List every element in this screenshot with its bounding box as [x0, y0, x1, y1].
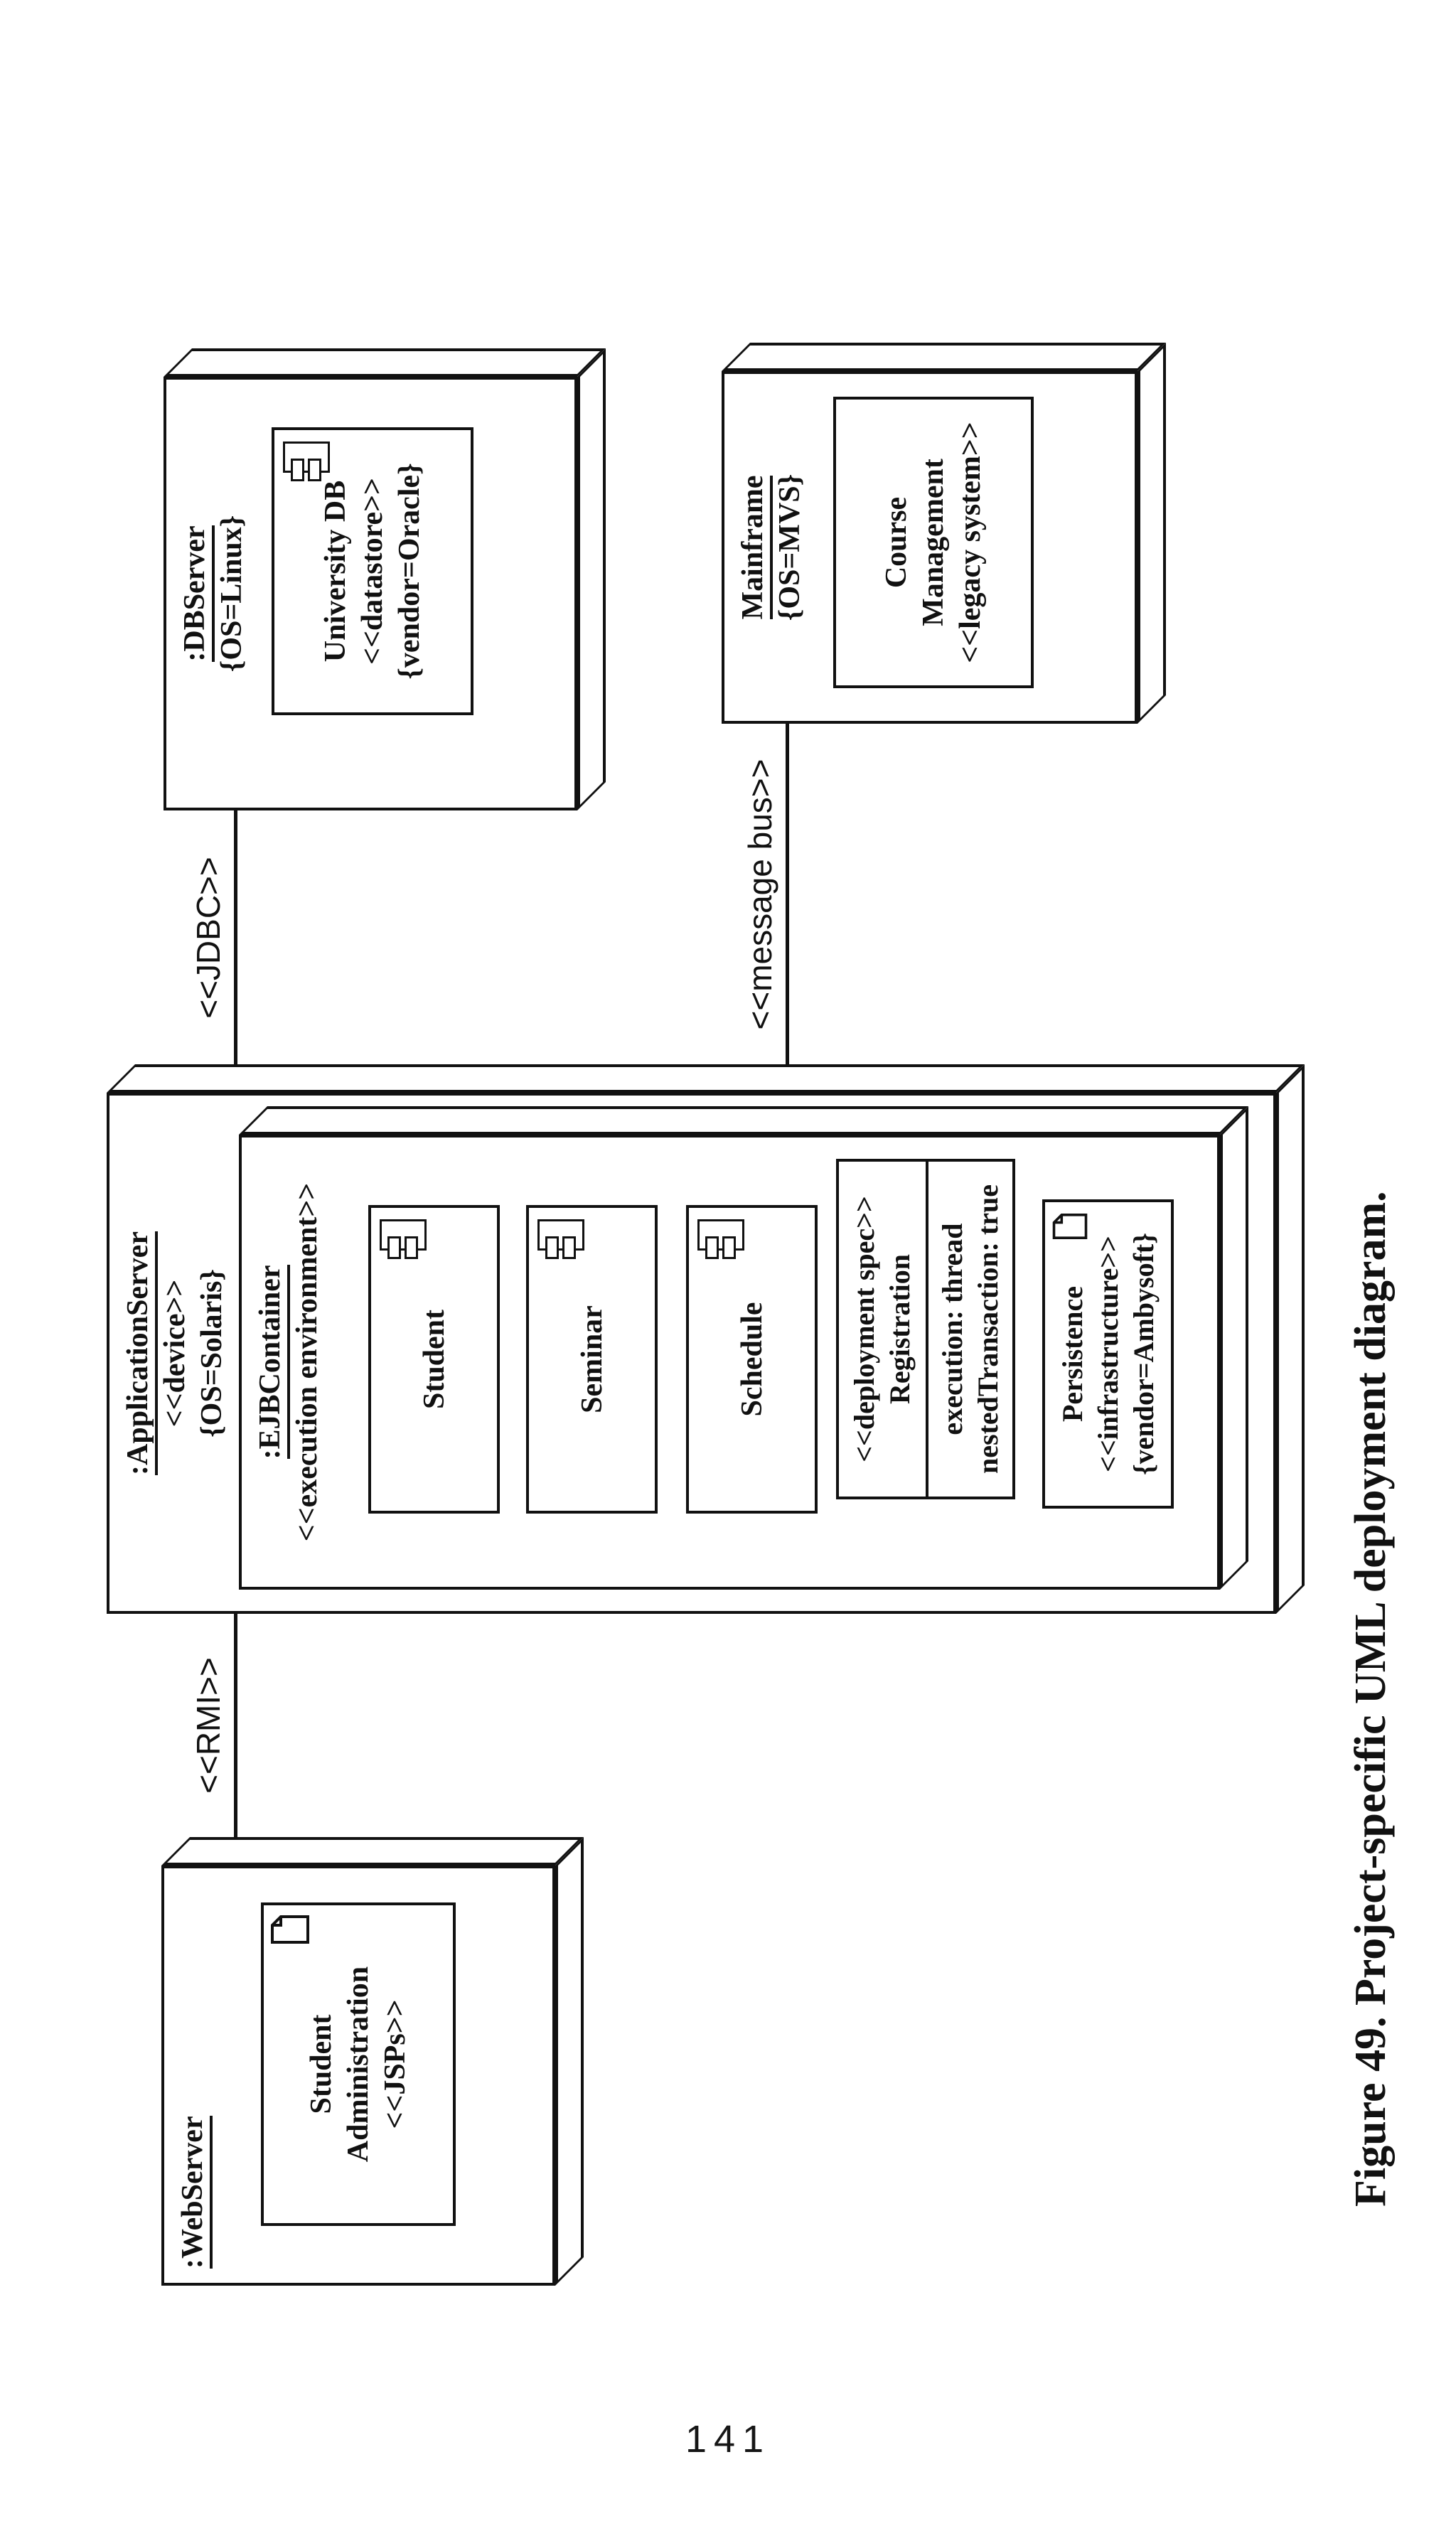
- component-label: Seminar: [575, 1305, 609, 1413]
- mainframe-tag: {OS=MVS}: [774, 473, 806, 621]
- component-seminar: Seminar: [526, 1205, 658, 1514]
- figure-caption: Figure 49. Project-specific UML deployme…: [1347, 1191, 1395, 2207]
- component-stereotype: <<infrastructure>>: [1091, 1236, 1124, 1472]
- connector-jdbc: [234, 810, 237, 1064]
- node-title: :WebServer: [174, 1868, 213, 2283]
- node-ejb-container-front: :EJBContainer <<execution environment>> …: [239, 1135, 1220, 1590]
- component-icon: [537, 1219, 584, 1259]
- node-db-server: :DBServer {OS=Linux} University DB <<dat…: [164, 348, 606, 810]
- component-schedule: Schedule: [686, 1205, 818, 1514]
- node-slab: [239, 1106, 1248, 1135]
- application-server-tag: {OS=Solaris}: [196, 1269, 228, 1438]
- spec-name: Registration: [884, 1253, 916, 1405]
- spec-stereotype: <<deployment spec>>: [848, 1196, 880, 1462]
- connector-jdbc-label: <<JDBC>>: [190, 857, 227, 1019]
- component-student-administration: Student Administration <<JSPs>>: [261, 1902, 456, 2226]
- node-slab: [577, 348, 606, 810]
- node-slab: [1276, 1064, 1305, 1614]
- db-server-tag: {OS=Linux}: [215, 515, 248, 673]
- node-title: Mainframe {OS=MVS}: [734, 374, 808, 721]
- deployment-spec-registration: <<deployment spec>> Registration executi…: [836, 1159, 1015, 1499]
- connector-rmi-label: <<RMI>>: [190, 1657, 227, 1794]
- application-server-stereotype: <<device>>: [159, 1279, 191, 1428]
- ejb-container-stereotype: <<execution environment>>: [291, 1182, 323, 1542]
- node-web-server-front: :WebServer Student Administration <<JSPs…: [161, 1866, 555, 2286]
- node-title: :ApplicationServer <<device>> {OS=Solari…: [119, 1096, 230, 1611]
- component-label: Student: [305, 2014, 338, 2114]
- node-title: :EJBContainer <<execution environment>>: [252, 1138, 326, 1587]
- document-icon: [1052, 1212, 1091, 1241]
- spec-property: execution: thread: [936, 1223, 968, 1435]
- node-web-server: :WebServer Student Administration <<JSPs…: [161, 1837, 584, 2286]
- component-label: Persistence: [1056, 1286, 1088, 1423]
- node-db-server-front: :DBServer {OS=Linux} University DB <<dat…: [164, 377, 577, 810]
- node-mainframe-front: Mainframe {OS=MVS} Course Management <<l…: [722, 371, 1138, 724]
- application-server-title: :ApplicationServer: [122, 1231, 158, 1475]
- component-label: Management: [917, 459, 950, 626]
- component-course-management: Course Management <<legacy system>>: [833, 397, 1034, 688]
- component-stereotype: <<legacy system>>: [954, 422, 987, 663]
- component-label: Student: [417, 1309, 451, 1410]
- connector-message-bus-label: <<message bus>>: [742, 759, 778, 1030]
- node-slab: [161, 1837, 584, 1866]
- node-slab: [722, 343, 1166, 371]
- spec-property: nestedTransaction: true: [972, 1184, 1004, 1474]
- spec-header-compartment: <<deployment spec>> Registration: [839, 1162, 928, 1497]
- component-label: University DB: [319, 480, 352, 663]
- spec-properties-compartment: execution: thread nestedTransaction: tru…: [928, 1162, 1012, 1497]
- node-application-server: :ApplicationServer <<device>> {OS=Solari…: [107, 1064, 1305, 1614]
- component-label: Schedule: [735, 1302, 769, 1417]
- component-university-db: University DB <<datastore>> {vendor=Orac…: [272, 427, 473, 715]
- db-server-title: :DBServer: [178, 525, 215, 662]
- node-application-server-front: :ApplicationServer <<device>> {OS=Solari…: [107, 1093, 1276, 1614]
- node-slab: [164, 348, 606, 377]
- component-persistence: Persistence <<infrastructure>> {vendor=A…: [1042, 1199, 1174, 1509]
- node-slab: [1138, 343, 1166, 724]
- node-slab: [555, 1837, 584, 2286]
- component-label: Administration: [342, 1966, 375, 2163]
- component-label: Course: [880, 496, 913, 589]
- page-number: 141: [685, 2418, 771, 2461]
- node-mainframe: Mainframe {OS=MVS} Course Management <<l…: [722, 343, 1166, 724]
- component-student: Student: [368, 1205, 500, 1514]
- node-slab: [107, 1064, 1305, 1093]
- component-icon: [697, 1219, 744, 1259]
- node-ejb-container: :EJBContainer <<execution environment>> …: [239, 1106, 1248, 1590]
- component-tag: {vendor=Oracle}: [393, 463, 426, 680]
- node-title: :DBServer {OS=Linux}: [176, 380, 250, 808]
- connector-message-bus: [786, 724, 789, 1064]
- component-icon: [283, 441, 330, 481]
- mainframe-title: Mainframe: [737, 475, 773, 620]
- web-server-title: :WebServer: [176, 2116, 213, 2269]
- ejb-container-title: :EJBContainer: [254, 1265, 290, 1460]
- component-stereotype: <<JSPs>>: [379, 1999, 412, 2129]
- connector-rmi: [234, 1614, 237, 1837]
- component-tag: {vendor=Ambysoft}: [1127, 1233, 1160, 1475]
- component-icon: [380, 1219, 427, 1259]
- component-stereotype: <<datastore>>: [356, 478, 389, 665]
- document-icon: [271, 1915, 309, 1944]
- node-slab: [1220, 1106, 1248, 1590]
